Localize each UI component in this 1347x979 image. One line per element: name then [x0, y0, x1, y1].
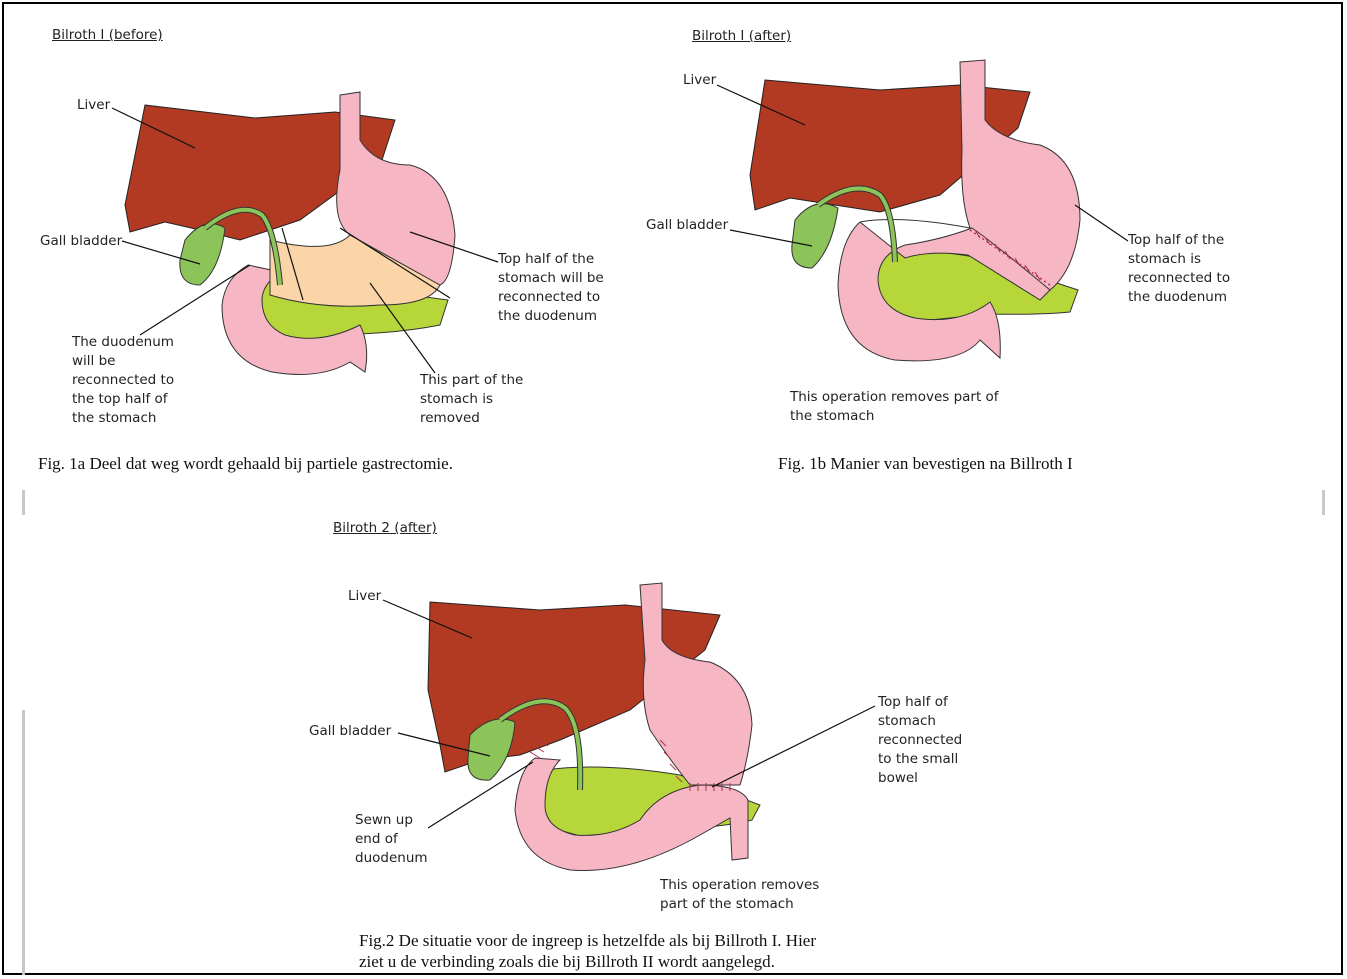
fig1b-caption: Fig. 1b Manier van bevestigen na Billrot…	[778, 453, 1073, 474]
fig2-drawing	[383, 583, 875, 871]
fig1a-gall-label: Gall bladder	[40, 232, 122, 251]
fig1b-gall-bladder	[792, 204, 838, 268]
fig1b-drawing	[717, 60, 1128, 361]
fig1a-gall-bladder	[180, 224, 225, 285]
fig2-gall-label: Gall bladder	[309, 722, 391, 741]
fig2-liver-label: Liver	[348, 587, 381, 606]
fig1a-heading: Bilroth I (before)	[52, 27, 163, 43]
fig1b-heading: Bilroth I (after)	[692, 28, 791, 44]
fig2-caption: Fig.2 De situatie voor de ingreep is het…	[359, 930, 816, 972]
fig2-heading: Bilroth 2 (after)	[333, 520, 437, 536]
fig1b-gall-label: Gall bladder	[646, 216, 728, 235]
fig1b-liver-label: Liver	[683, 71, 716, 90]
fig1a-liver-label: Liver	[77, 96, 110, 115]
fig1a-caption: Fig. 1a Deel dat weg wordt gehaald bij p…	[38, 453, 453, 474]
